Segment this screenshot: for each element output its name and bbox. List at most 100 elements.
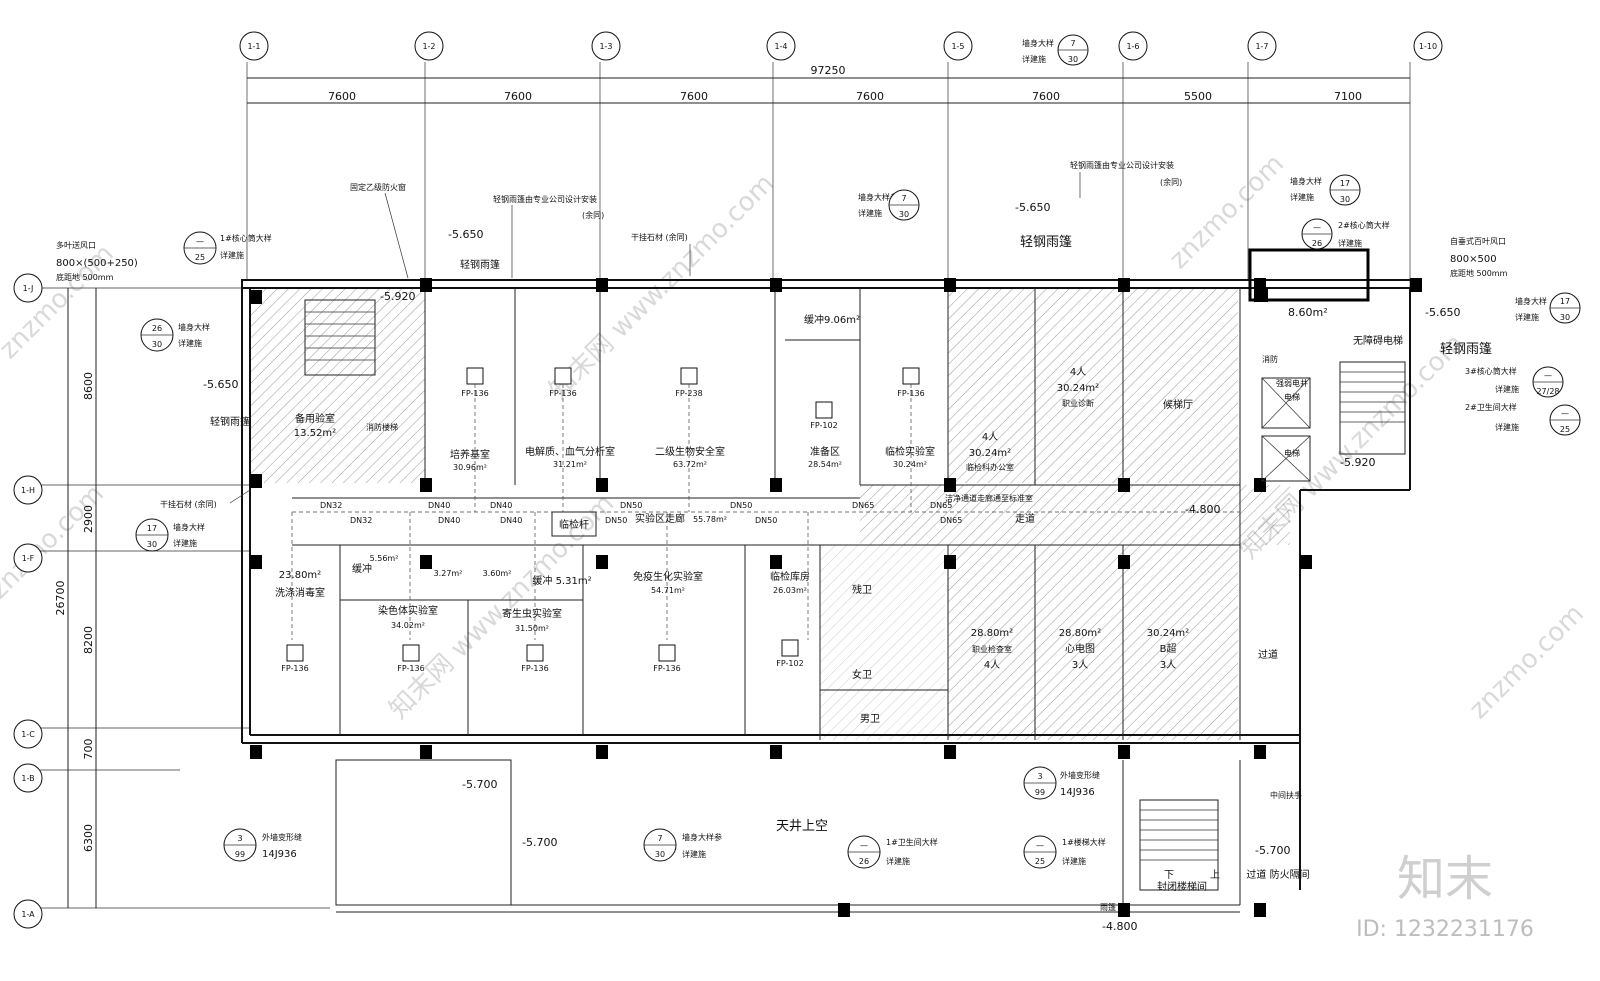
ref-label: 详建施: [1022, 54, 1046, 64]
dimension: 8600: [82, 372, 95, 400]
annotations: 固定乙级防火窗 轻钢雨篷由专业公司设计安装 (余同) 轻钢雨篷由专业公司设计安装…: [56, 160, 1508, 912]
room-name: 男卫: [860, 713, 880, 725]
room-name: 女卫: [852, 668, 872, 681]
ref-label: 2#核心筒大样: [1338, 220, 1390, 230]
room-people: 3人: [1072, 659, 1088, 671]
ref-top: —: [1561, 409, 1569, 418]
axis-label: 1-4: [774, 42, 787, 51]
ref-label: 详建施: [886, 856, 910, 866]
note-vent: 多叶送风口: [56, 240, 96, 250]
room-area: 30.24m²: [1147, 628, 1189, 639]
level-mark: -5.650: [448, 228, 483, 241]
top-axis-labels: 1-1 1-2 1-3 1-4 1-5 1-6 1-7 1-10: [239, 31, 1443, 61]
axis-label: 1-5: [951, 42, 964, 51]
axis-label: 1-6: [1126, 42, 1139, 51]
room-name: 临检库房: [770, 570, 810, 583]
pipe-label: DN40: [428, 501, 450, 510]
room-name: 天井上空: [776, 819, 828, 834]
ref-label: 3#核心筒大样: [1465, 366, 1517, 376]
note-canopy: 轻钢雨篷由专业公司设计安装: [493, 194, 597, 204]
stair-direction: 上: [1210, 869, 1220, 881]
room-area: 30.24m²: [969, 448, 1011, 459]
pipe-label: DN40: [500, 516, 522, 525]
ref-label: 14J936: [1060, 787, 1095, 798]
room-area: 3.60m²: [483, 569, 512, 578]
room-area: 28.54m²: [808, 460, 842, 469]
ref-top: 7: [1070, 39, 1075, 48]
ref-top: 7: [901, 194, 906, 203]
walls: [241, 279, 1415, 913]
level-mark: -5.700: [462, 778, 497, 791]
room-name: 残卫: [852, 583, 872, 596]
room-name: 洗涤消毒室: [275, 586, 325, 599]
room-area: 28.80m²: [1059, 628, 1101, 639]
note-light-canopy: 轻钢雨篷: [1020, 235, 1072, 250]
pipe-label: DN50: [605, 516, 627, 525]
room-name: 二级生物安全室: [655, 445, 725, 458]
room-area: 23.80m²: [279, 570, 321, 581]
level-mark: -5.920: [380, 290, 415, 303]
left-dimensions: 26700 8600 2900 8200 700 6300: [54, 288, 97, 908]
room-name: 缓冲: [352, 562, 372, 575]
room-name: 无障碍电梯: [1353, 334, 1403, 347]
ref-label: 详建施: [682, 849, 706, 859]
ref-label: 详建施: [1495, 422, 1519, 432]
axis-label: 1-A: [21, 910, 35, 919]
room-area: 28.80m²: [971, 628, 1013, 639]
ref-label: 墙身大样: [178, 322, 210, 332]
ref-label: 墙身大样: [1290, 176, 1322, 186]
dimension: 7600: [328, 90, 356, 103]
ref-top: —: [1544, 371, 1552, 380]
room-area: 30.24m²: [893, 460, 927, 469]
room-area: 13.52m²: [294, 428, 336, 439]
room-name: B超: [1160, 642, 1177, 655]
total-dimension: 26700: [54, 581, 67, 616]
ref-bottom: 99: [235, 850, 245, 859]
fan-unit-label: FP-102: [776, 659, 803, 668]
ref-bottom: 99: [1035, 788, 1045, 797]
note-sampling: 临检杆: [559, 518, 589, 531]
ref-top: 17: [147, 524, 157, 533]
room-name: 强弱电井: [1276, 378, 1308, 388]
room-name: 职业诊断: [1062, 398, 1094, 408]
room-name: 候梯厅: [1163, 398, 1193, 411]
note-canopy: (余同): [1160, 177, 1182, 187]
room-people: 4人: [1070, 366, 1086, 378]
room-name: 培养基室: [450, 448, 490, 461]
note-vent-size: 800×(500+250): [56, 258, 138, 269]
pipe-label: DN65: [852, 501, 874, 510]
dimension: 8200: [82, 626, 95, 654]
note-vent-height: 底距地 500mm: [1450, 268, 1508, 278]
ref-bottom: 30: [147, 540, 157, 549]
ref-top: 3: [1037, 772, 1042, 781]
pipe-label: DN65: [940, 516, 962, 525]
ref-bottom: 25: [195, 253, 205, 262]
stair-direction: 下: [1164, 870, 1174, 881]
ref-label: 1#楼梯大样: [1062, 837, 1106, 847]
dimension: 5500: [1184, 90, 1212, 103]
room-name: 寄生虫实验室: [502, 607, 562, 620]
room-area: 3.27m²: [434, 569, 463, 578]
room-name: 电解质、血气分析室: [525, 445, 615, 458]
room-area: 63.72m²: [673, 460, 707, 469]
note-vent-size: 800×500: [1450, 254, 1497, 265]
room-people: 4人: [984, 659, 1000, 671]
ref-label: 墙身大样参: [682, 832, 722, 842]
note-vent: 自垂式百叶风口: [1450, 236, 1506, 246]
ref-bottom: 30: [152, 340, 162, 349]
ref-top: 17: [1340, 179, 1350, 188]
dimension: 700: [82, 739, 95, 760]
room-name: 过道 防火隔间: [1246, 868, 1309, 881]
ref-bottom: 30: [1340, 195, 1350, 204]
ref-label: 详建施: [1495, 384, 1519, 394]
note-light-canopy: 轻钢雨篷: [460, 258, 500, 271]
room-name: 消防: [1262, 354, 1278, 364]
dimension: 7600: [504, 90, 532, 103]
top-dimensions: 97250 7600 7600 7600 7600 7600 5500 7100: [247, 64, 1410, 104]
pipe-label: DN40: [438, 516, 460, 525]
room-name: 消防楼梯: [366, 422, 398, 432]
ref-label: 详建施: [1515, 312, 1539, 322]
pipe-runs: DN32 DN40 DN40 DN50 DN50 DN65 DN65 DN32 …: [291, 384, 1240, 640]
brand-logo: 知末: [1397, 851, 1493, 907]
